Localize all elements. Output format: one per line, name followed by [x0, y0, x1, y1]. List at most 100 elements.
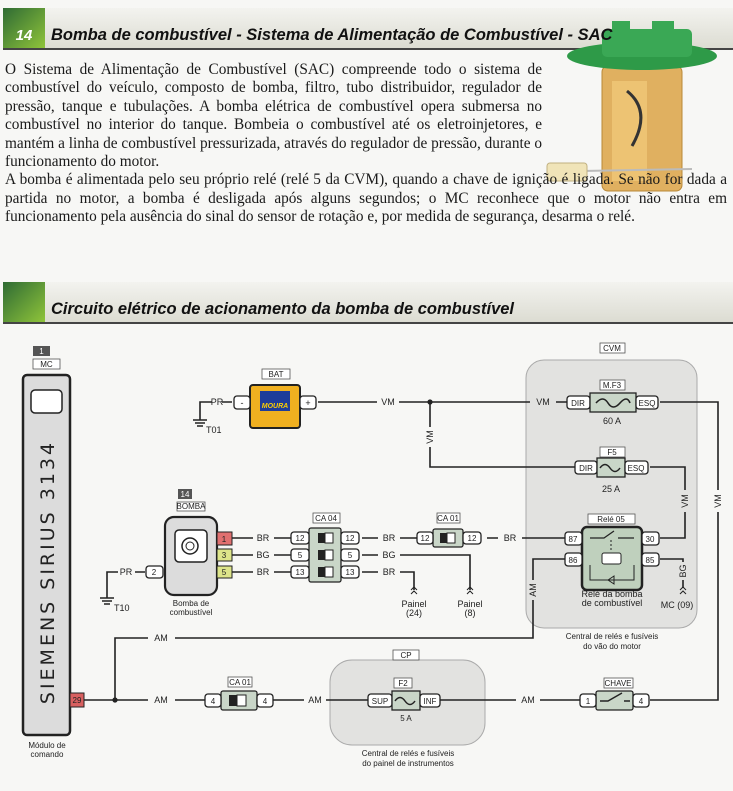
relay-05 — [564, 525, 660, 592]
painel-pin: (8) — [465, 608, 476, 618]
fuse-esq: ESQ — [628, 464, 645, 473]
ca04-label: CA 04 — [315, 514, 337, 523]
ignition-switch — [579, 690, 650, 711]
chip-icon — [30, 389, 63, 414]
section-header-fuel-pump: 14 Bomba de combustível - Sistema de Ali… — [3, 8, 733, 50]
ground-icon — [100, 597, 114, 605]
paragraph-1: O Sistema de Alimentação de Combustível … — [5, 61, 542, 171]
mc-model: SIEMENS SIRIUS 3134 — [37, 440, 59, 704]
chave-label: CHAVE — [605, 679, 632, 688]
relay-caption: Relé da bomba — [581, 589, 642, 599]
pump-caption: combustível — [170, 608, 213, 617]
ground-t01: T01 — [206, 425, 222, 435]
wire-label-am: AM — [308, 695, 322, 705]
wire-label-br: BR — [257, 567, 270, 577]
cvm-caption: Central de relés e fusíveis — [566, 632, 659, 641]
circuit-title: Circuito elétrico de acionamento da bomb… — [51, 300, 515, 318]
pump-pin-1: 1 — [222, 535, 227, 544]
fuse-dir: DIR — [571, 399, 585, 408]
wire-label-bg: BG — [382, 550, 395, 560]
mc-caption: Módulo de — [28, 741, 66, 750]
ca04-pin: 13 — [346, 568, 355, 577]
pump-caption: Bomba de — [173, 599, 210, 608]
relay-caption: de combustível — [582, 598, 643, 608]
wire-label-bg: BG — [256, 550, 269, 560]
wire-label-pr: PR — [120, 567, 133, 577]
pump-pin-5: 5 — [222, 568, 227, 577]
wire-label-bg: BG — [678, 564, 688, 577]
fuse-mf3-label: M.F3 — [603, 381, 622, 390]
bat-neg: - — [241, 398, 244, 408]
cvm-label-tag — [599, 342, 626, 354]
chave-pin: 1 — [586, 697, 591, 706]
wire-label-am: AM — [528, 583, 538, 597]
bat-neg-terminal — [233, 395, 251, 410]
fuse-f5 — [574, 457, 649, 478]
ca04-pin: 5 — [348, 551, 353, 560]
cp-caption: do painel de instrumentos — [362, 759, 454, 768]
description-text: O Sistema de Alimentação de Combustível … — [5, 21, 727, 227]
ca04-pin: 5 — [298, 551, 303, 560]
section-accent — [3, 282, 45, 322]
wiring-diagram: VM VM VM VM VM AM BG AM AM AM AM BR BG B… — [21, 342, 723, 768]
pump-pin-2: 2 — [152, 568, 157, 577]
ca01-pin: 12 — [421, 534, 430, 543]
section-header-circuit: Circuito elétrico de acionamento da bomb… — [3, 282, 733, 324]
mc-label: MC — [40, 360, 53, 369]
wire-label-vm: VM — [381, 397, 395, 407]
mc-number: 1 — [39, 347, 44, 356]
bomba-label: BOMBA — [177, 502, 207, 511]
painel-pin: (24) — [406, 608, 422, 618]
ground-icon — [193, 419, 207, 427]
fuse-esq: ESQ — [639, 399, 656, 408]
ground-t10: T10 — [114, 603, 130, 613]
relay-pin-30: 30 — [646, 535, 655, 544]
fuse-f5-rating: 25 A — [602, 484, 620, 494]
relay-pin-85: 85 — [646, 556, 655, 565]
fuse-f2-label: F2 — [398, 679, 408, 688]
wires — [84, 399, 719, 703]
relay-label: Relé 05 — [597, 515, 625, 524]
fuse-mf3-rating: 60 A — [603, 416, 621, 426]
wire-label-pr: PR — [211, 397, 224, 407]
mc-pin-label: 29 — [73, 696, 82, 705]
wire-label-vm: VM — [536, 397, 550, 407]
connector-ca01 — [204, 690, 274, 711]
wire-label-am: AM — [154, 633, 168, 643]
mc09-label: MC (09) — [661, 600, 694, 610]
relay-pin-86: 86 — [569, 556, 578, 565]
relay-pin-87: 87 — [569, 535, 578, 544]
wire-label-vm: VM — [713, 494, 723, 508]
fuel-pump-photo — [542, 21, 727, 192]
ca04-pin: 12 — [296, 534, 305, 543]
connector-ca04 — [290, 527, 360, 583]
connector-ca01 — [416, 528, 482, 548]
ca04-pin: 12 — [346, 534, 355, 543]
wire-label-vm: VM — [680, 494, 690, 508]
cp-label: CP — [400, 651, 411, 660]
section-title: Bomba de combustível - Sistema de Alimen… — [51, 26, 613, 44]
fuse-f2-rating: 5 A — [400, 714, 412, 723]
painel-label: Painel — [457, 599, 482, 609]
wire-label-am: AM — [521, 695, 535, 705]
paragraph-2: A bomba é alimentada pelo seu próprio re… — [5, 171, 727, 226]
cp-caption: Central de relés e fusíveis — [362, 749, 455, 758]
mc-label-tag — [32, 358, 61, 370]
fuse-sup: SUP — [372, 697, 388, 706]
battery-logo — [260, 391, 290, 411]
cvm-caption: do vão do motor — [583, 642, 641, 651]
bat-label: BAT — [269, 370, 284, 379]
mc-pin-29 — [69, 692, 85, 708]
painel-label: Painel — [401, 599, 426, 609]
ca04-pin: 13 — [296, 568, 305, 577]
mc-module — [21, 373, 72, 737]
cvm-label: CVM — [603, 344, 621, 353]
fuse-inf: INF — [424, 697, 437, 706]
wire-label-br: BR — [383, 533, 396, 543]
fuse-dir: DIR — [579, 464, 593, 473]
wire-label-am: AM — [154, 695, 168, 705]
battery-brand: MOURA — [262, 403, 288, 410]
chave-pin: 4 — [639, 697, 644, 706]
mc-number-tag — [33, 346, 50, 356]
connector-arrow-icon — [679, 586, 687, 595]
